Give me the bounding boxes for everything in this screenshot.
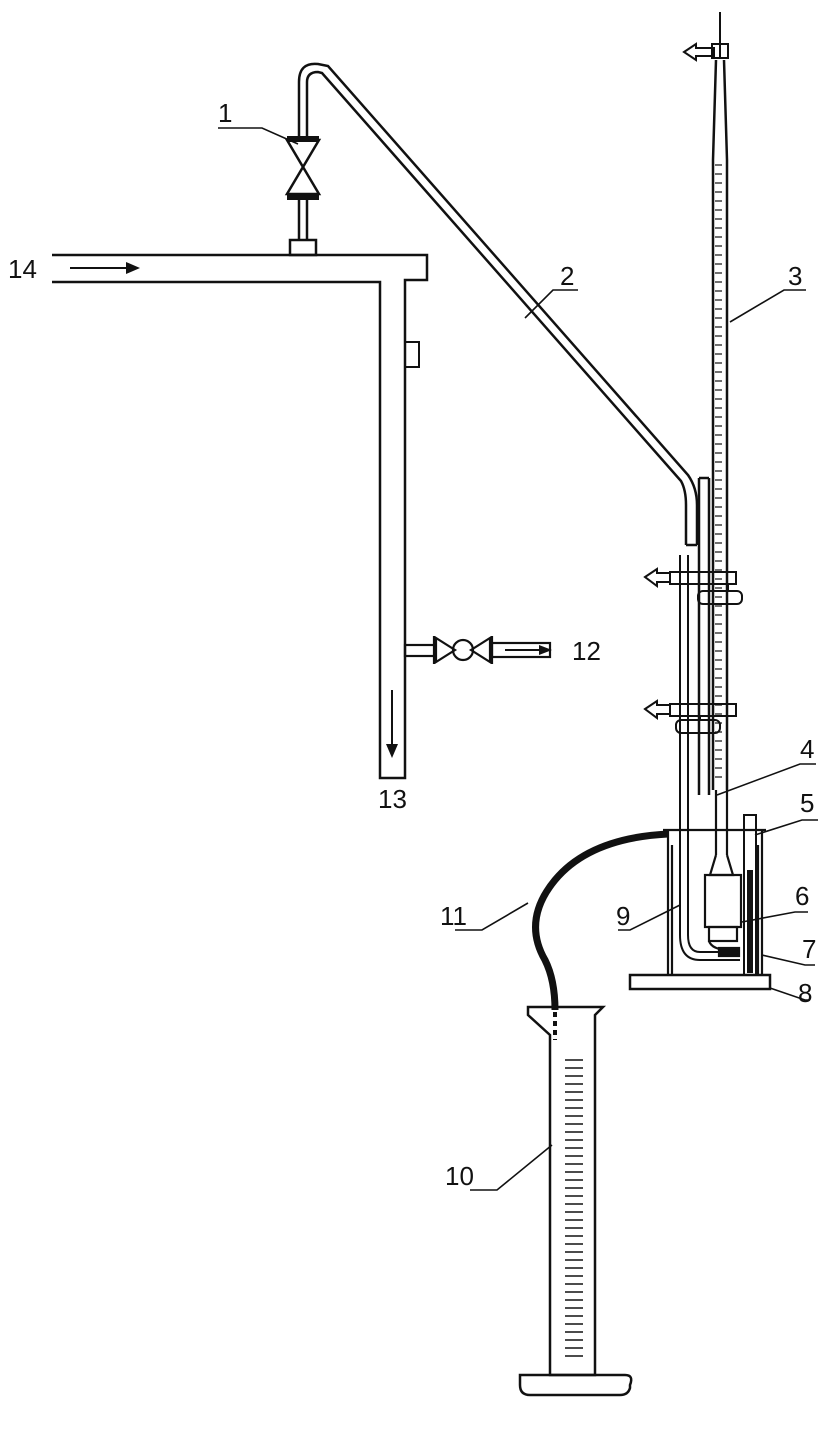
label-9: 9 [616,901,630,931]
leader-lines [218,127,818,1191]
burette [682,12,729,790]
outlet-valve-icon [403,636,552,664]
connecting-pipe [297,62,699,547]
clamp-lower [643,699,737,734]
label-4: 4 [800,734,814,764]
measuring-cell [703,790,743,958]
beaker [663,828,766,975]
flow-arrow-drain [386,690,398,758]
supply-pipe [52,253,429,780]
side-tube [679,790,740,961]
label-5: 5 [800,788,814,818]
label-2: 2 [560,261,574,291]
support-tube [679,476,711,795]
label-6: 6 [795,881,809,911]
label-11: 11 [440,901,467,931]
clamp-upper [643,567,743,605]
label-12: 12 [572,636,601,666]
label-13: 13 [378,784,407,814]
hose [532,830,669,1011]
thermometer [743,814,757,976]
graduated-cylinder [518,1005,633,1397]
valve-top-icon [284,82,322,257]
label-3: 3 [788,261,802,291]
label-7: 7 [802,934,816,964]
label-14: 14 [8,254,37,284]
label-1: 1 [218,98,232,128]
pipe-bracket [404,341,420,368]
label-8: 8 [798,978,812,1008]
base-plate [628,973,772,991]
flow-arrow-inlet [70,262,140,274]
label-10: 10 [445,1161,474,1191]
